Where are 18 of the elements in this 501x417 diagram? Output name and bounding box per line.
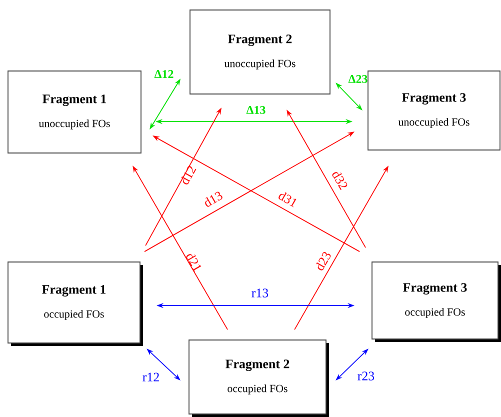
edge-label: d23: [316, 252, 331, 270]
edge-label: Δ23: [348, 74, 368, 84]
edge-label: d31: [278, 192, 296, 208]
fragment-box: Fragment 3 unoccupied FOs: [368, 70, 500, 150]
edge-label: d21: [186, 254, 202, 272]
edge-label: Δ13: [246, 106, 266, 114]
edge-label: d32: [332, 172, 348, 190]
fragment-box: Fragment 1 unoccupied FOs: [8, 70, 142, 154]
fragment-box: Fragment 1 occupied FOs: [8, 262, 143, 346]
fragment-box: Fragment 2 unoccupied FOs: [190, 10, 330, 94]
edge-label: Δ12: [154, 70, 174, 78]
edge-label: r23: [358, 372, 374, 380]
edge-label: d13: [205, 192, 222, 207]
edge-label: r13: [252, 288, 268, 298]
fragment-box: Fragment 3 occupied FOs: [372, 262, 501, 342]
edge-label: d12: [181, 166, 196, 184]
edge-label: r12: [142, 372, 159, 382]
fragment-box: Fragment 2 occupied FOs: [188, 340, 329, 417]
